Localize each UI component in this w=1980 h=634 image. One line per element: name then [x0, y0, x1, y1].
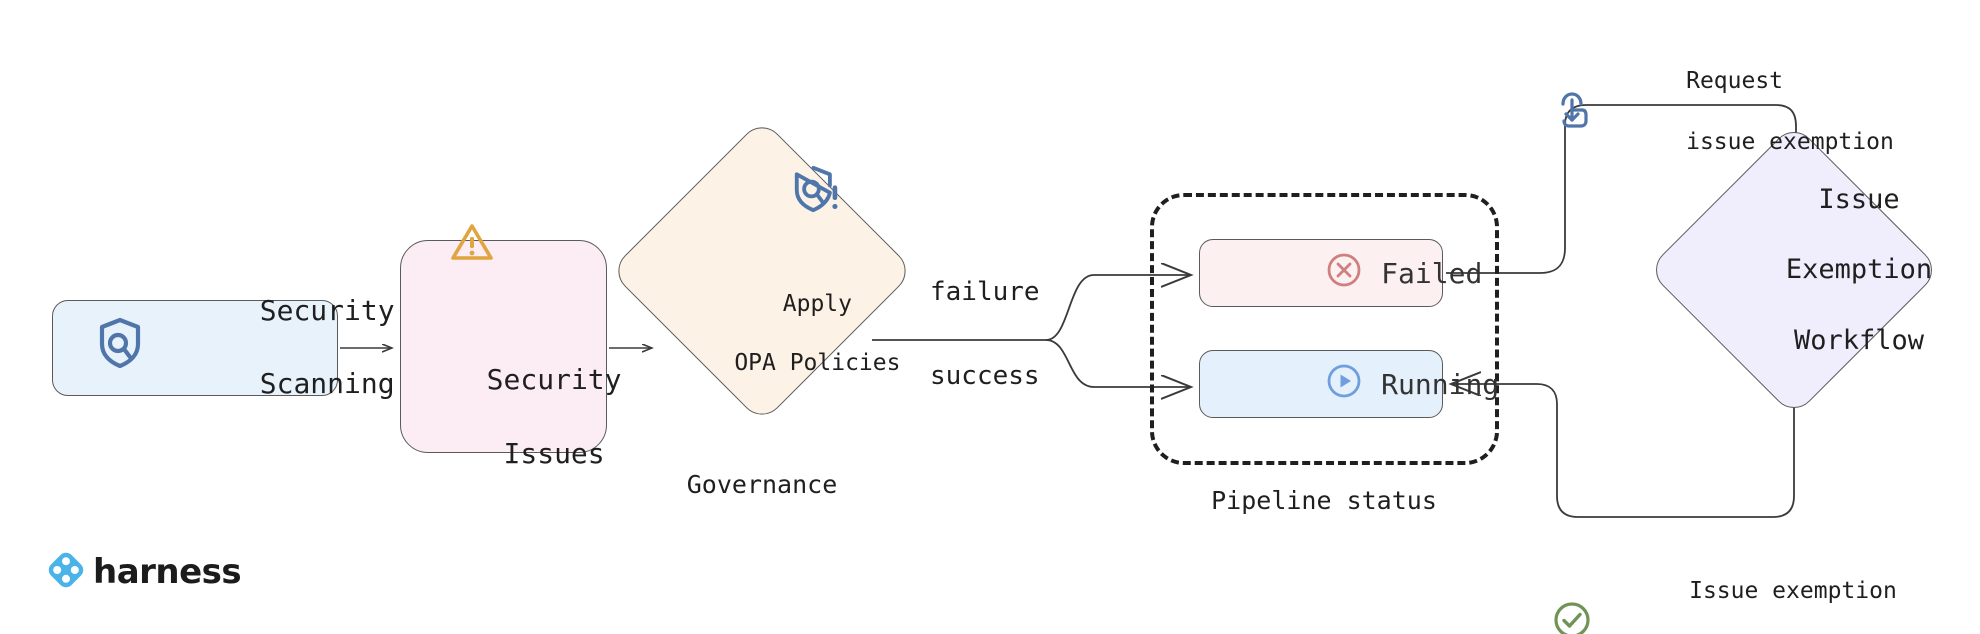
warning-triangle-icon: [315, 185, 494, 309]
shield-policy-icon: [684, 133, 841, 254]
check-circle-icon: [1552, 600, 1592, 634]
annotation-approved-line1: Issue exemption: [1689, 578, 1897, 605]
exemption-diamond-content: Issue Exemption Workflow: [1690, 166, 1932, 374]
harness-logo: harness: [48, 552, 242, 592]
node-issue-exemption-workflow[interactable]: Issue Exemption Workflow: [1646, 122, 1942, 418]
annotation-request-line1: Request: [1686, 68, 1784, 95]
security-scanning-label-line1: Security: [259, 293, 395, 327]
edge-label-success: success: [930, 361, 1040, 391]
annotation-request-line2: issue exemption: [1686, 129, 1894, 156]
governance-diamond-content: Apply OPA Policies: [654, 163, 900, 379]
status-item-running[interactable]: Running: [1199, 350, 1499, 418]
harness-wordmark: harness: [93, 552, 242, 592]
node-apply-opa-policies[interactable]: Apply OPA Policies: [609, 118, 915, 424]
status-item-failed[interactable]: Failed: [1199, 239, 1482, 307]
exemption-label-line3: Workflow: [1794, 324, 1925, 356]
exemption-label-line1: Issue: [1818, 184, 1900, 216]
status-failed-label: Failed: [1381, 256, 1483, 290]
cluster-pipeline-status: [1150, 193, 1499, 465]
shield-search-icon: [0, 280, 143, 416]
exemption-label-line2: Exemption: [1785, 254, 1933, 286]
annotation-exemption-approved: Issue exemption request approved: [1552, 546, 1911, 634]
status-running-label: Running: [1381, 367, 1500, 401]
tap-gesture-icon: [1555, 90, 1589, 134]
circle-play-icon: [1224, 329, 1363, 440]
harness-diamond-logo-icon: [48, 552, 84, 592]
circle-x-icon: [1224, 218, 1363, 329]
security-issues-label-line1: Security: [486, 363, 622, 396]
governance-caption: Governance: [686, 470, 838, 499]
annotation-request-exemption: Request issue exemption: [1555, 36, 1894, 188]
governance-label-line2: OPA Policies: [734, 350, 901, 377]
edge-label-failure: failure: [930, 277, 1040, 307]
governance-label-line1: Apply: [782, 290, 853, 317]
security-scanning-label-line2: Scanning: [259, 367, 395, 401]
pipeline-status-caption: Pipeline status: [1211, 486, 1437, 515]
node-security-issues[interactable]: Security Issues: [400, 224, 690, 470]
security-issues-label-line2: Issues: [503, 436, 605, 470]
node-security-scanning[interactable]: Security Scanning: [52, 294, 395, 400]
